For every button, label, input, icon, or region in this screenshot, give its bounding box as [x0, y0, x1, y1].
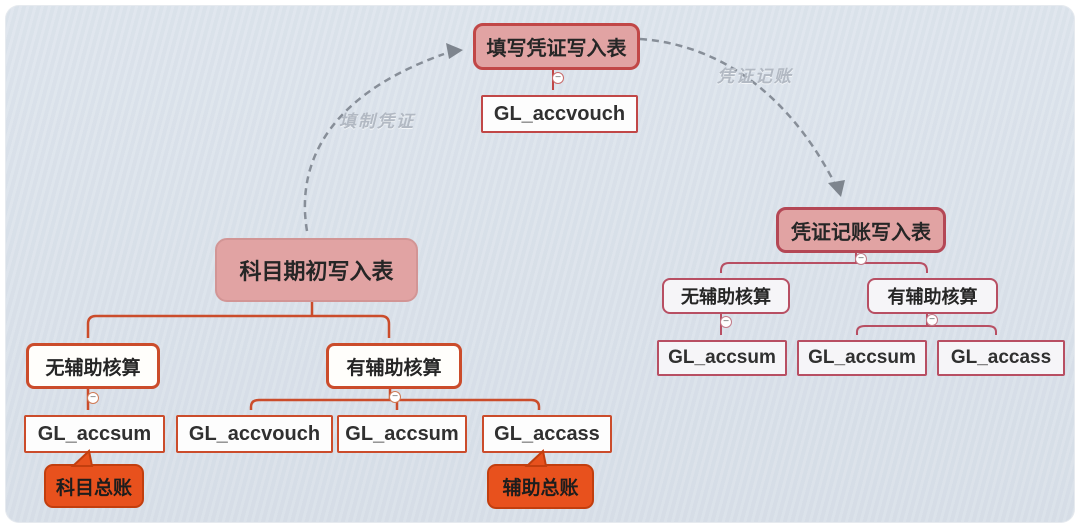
branch-left-no-aux[interactable]: 无辅助核算 [26, 343, 160, 389]
mindmap-canvas: 填制凭证 凭证记账 填写凭证写入表 GL_accvouch − 科目期初写入表 … [5, 5, 1075, 523]
topic-fill-voucher-table[interactable]: 填写凭证写入表 [473, 23, 640, 70]
relation-curves [303, 37, 845, 232]
relation-label-post-voucher: 凭证记账 [717, 67, 793, 86]
arrowhead-post-voucher [828, 180, 845, 197]
table-gl-accvouch-top[interactable]: GL_accvouch [481, 95, 638, 133]
branch-right-no-aux[interactable]: 无辅助核算 [662, 278, 790, 314]
branch-right-has-aux[interactable]: 有辅助核算 [867, 278, 998, 314]
branch-left-has-aux[interactable]: 有辅助核算 [326, 343, 462, 389]
table-gl-accsum-right2[interactable]: GL_accsum [797, 340, 927, 376]
table-gl-accvouch-left[interactable]: GL_accvouch [176, 415, 333, 453]
topic-subject-opening-table[interactable]: 科目期初写入表 [215, 238, 418, 302]
relation-label-fill-voucher: 填制凭证 [339, 112, 415, 131]
collapse-icon[interactable]: − [389, 391, 401, 403]
table-gl-accsum-left[interactable]: GL_accsum [24, 415, 165, 453]
callout-subject-ledger[interactable]: 科目总账 [44, 464, 144, 508]
table-gl-accsum-left2[interactable]: GL_accsum [337, 415, 467, 453]
collapse-icon[interactable]: − [720, 316, 732, 328]
collapse-icon[interactable]: − [855, 253, 867, 265]
arrowhead-fill-voucher [446, 43, 463, 59]
table-gl-accass-right[interactable]: GL_accass [937, 340, 1065, 376]
callout-aux-ledger[interactable]: 辅助总账 [487, 464, 594, 509]
table-gl-accsum-right[interactable]: GL_accsum [657, 340, 787, 376]
callout-tail [524, 449, 548, 467]
collapse-icon[interactable]: − [87, 392, 99, 404]
collapse-icon[interactable]: − [926, 314, 938, 326]
topic-voucher-posting-table[interactable]: 凭证记账写入表 [776, 207, 946, 253]
callout-tail [70, 449, 94, 467]
relation-fill-voucher-curve [303, 52, 445, 232]
relation-post-voucher-curve [639, 37, 836, 183]
table-gl-accass-left[interactable]: GL_accass [482, 415, 612, 453]
collapse-icon[interactable]: − [552, 72, 564, 84]
